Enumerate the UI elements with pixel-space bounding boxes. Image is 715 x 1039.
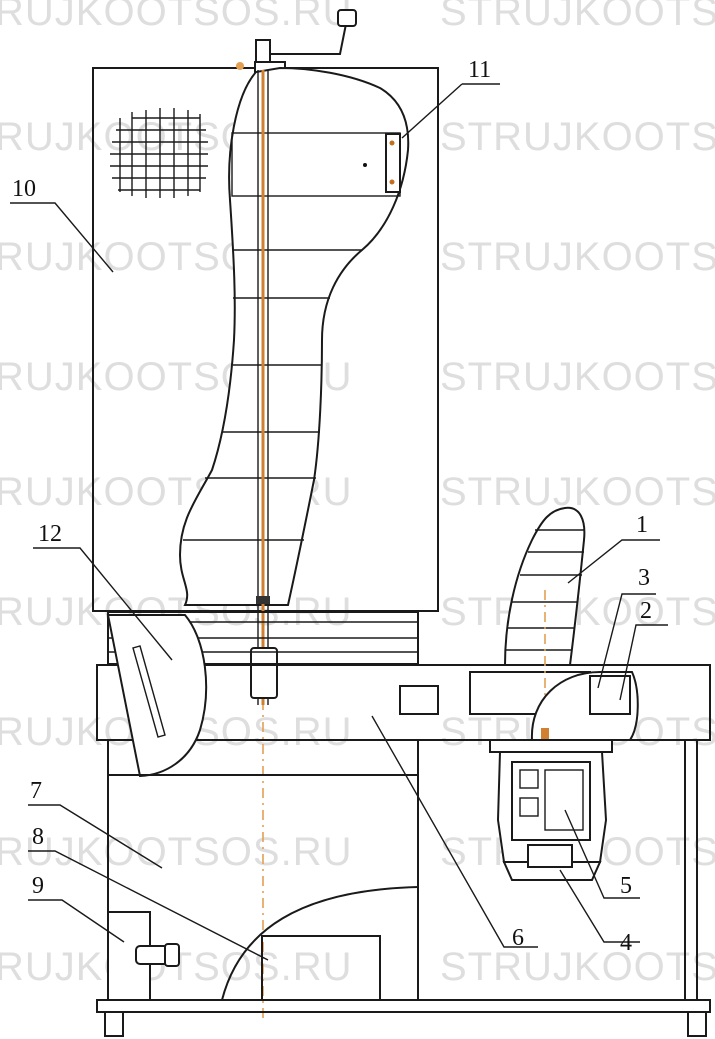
small-form-bands bbox=[505, 627, 574, 651]
watermark-text: STRUJKOOTS bbox=[440, 0, 715, 34]
callout-1: 1 bbox=[636, 512, 648, 538]
callout-5: 5 bbox=[620, 873, 632, 899]
watermark-text: STRUJKOOTS bbox=[440, 470, 715, 514]
shaft-collar bbox=[256, 596, 270, 604]
small-form-bands bbox=[512, 529, 585, 603]
leg-left bbox=[104, 1011, 124, 1037]
callout-11: 11 bbox=[468, 57, 491, 83]
callout-4: 4 bbox=[620, 930, 632, 956]
callout-6: 6 bbox=[512, 925, 524, 951]
control-panel-left bbox=[399, 685, 439, 715]
watermark-text: RUJKOOTSOS.RU bbox=[0, 830, 352, 874]
callout-7: 7 bbox=[30, 778, 42, 804]
shaft-coupling bbox=[250, 647, 278, 699]
base-frame bbox=[96, 999, 711, 1013]
form-bands bbox=[183, 132, 401, 541]
motor bbox=[489, 739, 613, 881]
callout-12: 12 bbox=[38, 521, 62, 547]
hopper-curve bbox=[221, 886, 419, 1001]
leg-right bbox=[687, 1011, 707, 1037]
watermark-text: STRUJKOOTS bbox=[440, 945, 715, 989]
watermark-text: STRUJKOOTS bbox=[440, 115, 715, 159]
vent-grille bbox=[110, 108, 208, 198]
callout-10: 10 bbox=[12, 176, 36, 202]
callout-2: 2 bbox=[640, 598, 652, 624]
funnel-slot bbox=[132, 645, 166, 738]
watermark-text: RUJKOOTSOS.RU bbox=[0, 0, 352, 34]
callout-3: 3 bbox=[638, 565, 650, 591]
funnel-chute bbox=[106, 614, 208, 778]
callout-leaders bbox=[10, 83, 668, 961]
callout-9: 9 bbox=[32, 873, 44, 899]
watermark-text: STRUJKOOTS bbox=[440, 355, 715, 399]
callout-8: 8 bbox=[32, 824, 44, 850]
small-form bbox=[503, 506, 586, 666]
switch-knob bbox=[135, 943, 180, 967]
watermark-text: STRUJKOOTS bbox=[440, 235, 715, 279]
small-shaft-coupling bbox=[541, 728, 549, 740]
